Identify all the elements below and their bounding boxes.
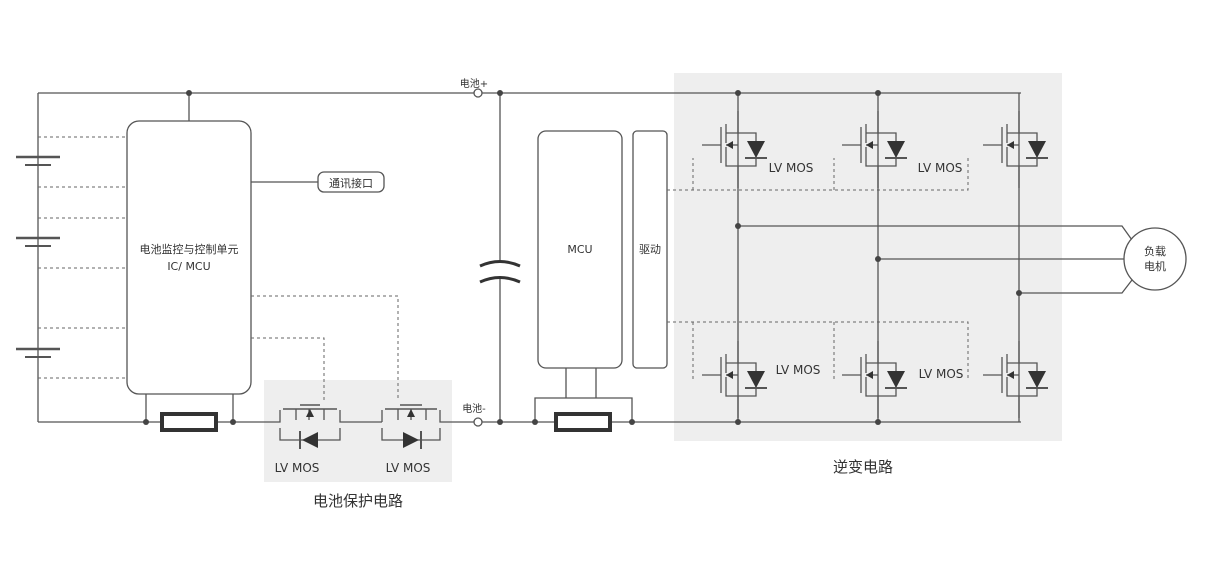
mcu-label: MCU — [567, 243, 592, 256]
battery-cell — [16, 155, 60, 166]
current-shunt — [554, 412, 612, 432]
battery-pack — [16, 93, 127, 422]
inverter-mos-low-v-label: LV MOS — [919, 367, 964, 381]
bus-capacitor — [479, 90, 521, 425]
driver-block — [632, 130, 668, 369]
inverter-mos-high-v-label: LV MOS — [918, 161, 963, 175]
inverter-panel — [674, 73, 1062, 441]
comm-interface-label: 通讯接口 — [329, 177, 373, 190]
motor-label-line2: 电机 — [1144, 259, 1166, 273]
motor — [1123, 227, 1187, 291]
terminal-positive-label: 电池+ — [460, 77, 488, 90]
protection-circuit-caption: 电池保护电路 — [313, 492, 403, 510]
terminal-negative-label: 电池- — [462, 402, 486, 415]
motor-label-line1: 负载 — [1144, 244, 1166, 258]
bms-block — [126, 120, 252, 395]
driver-label: 驱动 — [639, 243, 661, 256]
bms-subtitle: IC/ MCU — [167, 260, 210, 273]
mcu-block — [537, 130, 623, 369]
terminal-positive — [473, 88, 483, 98]
protection-mos-right — [381, 404, 448, 449]
comm-interface-box — [317, 171, 385, 193]
battery-cell — [16, 236, 60, 247]
terminal-negative — [473, 417, 483, 427]
protection-mos-left-label: LV MOS — [275, 461, 320, 475]
battery-cell — [16, 347, 60, 358]
inverter-mos-high-u-label: LV MOS — [769, 161, 814, 175]
inverter-mos-low-u-label: LV MOS — [776, 363, 821, 377]
protection-mos-right-label: LV MOS — [386, 461, 431, 475]
protection-mos-left — [272, 404, 382, 449]
shunt-resistor — [160, 412, 218, 432]
inverter-caption: 逆变电路 — [833, 458, 893, 476]
bms-title: 电池监控与控制单元 — [140, 242, 239, 256]
